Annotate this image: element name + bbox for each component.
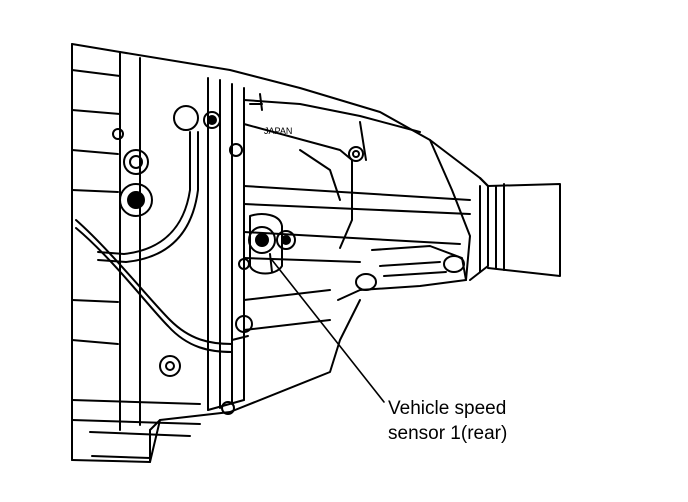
callout-leader-line (271, 259, 385, 403)
case-bolts (112, 105, 253, 377)
output-tail (469, 177, 561, 281)
vehicle-speed-sensor (248, 213, 296, 275)
callout-line-2: sensor 1(rear) (388, 423, 508, 444)
japan-stamp: JAPAN (264, 126, 292, 136)
case-flange (207, 77, 263, 415)
callout-line-1: Vehicle speed (388, 398, 507, 419)
sensor-harness (75, 131, 233, 353)
japan-stamp-text: JAPAN (264, 126, 292, 136)
extension-housing (243, 99, 471, 331)
transmission-case (71, 43, 489, 463)
vehicle-speed-sensor-label: Vehicle speed sensor 1(rear) (388, 396, 507, 446)
